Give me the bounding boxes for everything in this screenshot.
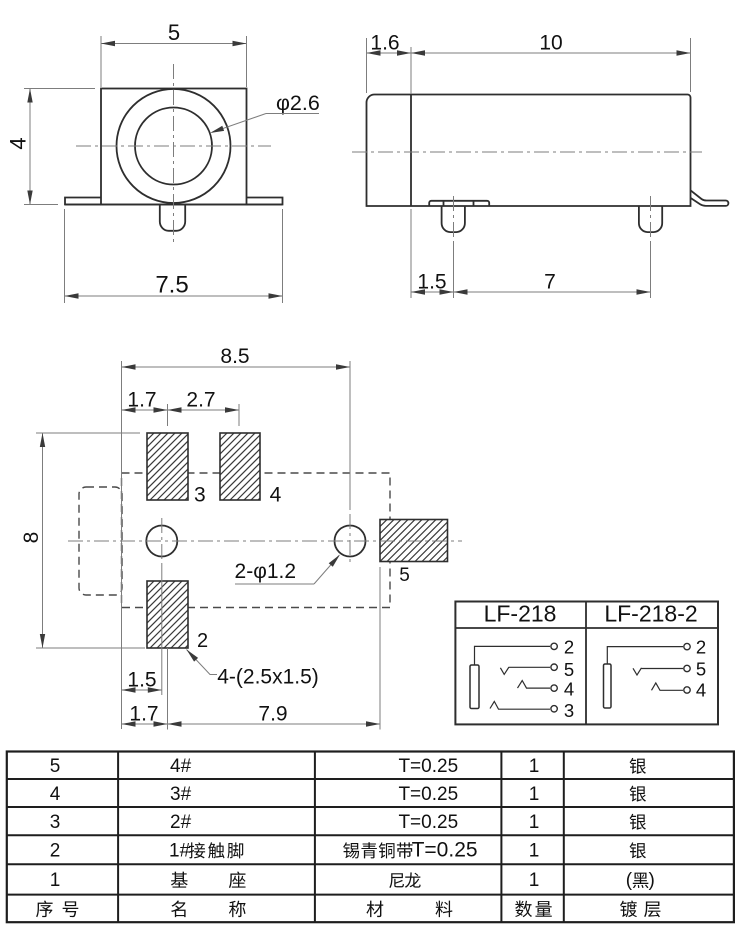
svg-text:5: 5 <box>564 659 574 680</box>
svg-text:1: 1 <box>529 784 540 805</box>
svg-text:1: 1 <box>529 870 540 891</box>
svg-text:1: 1 <box>529 756 540 777</box>
svg-text:5: 5 <box>399 565 410 586</box>
svg-text:1.5: 1.5 <box>417 270 446 293</box>
svg-text:LF-218-2: LF-218-2 <box>604 601 697 627</box>
svg-text:4: 4 <box>6 137 31 149</box>
svg-text:7: 7 <box>544 270 556 293</box>
svg-text:1.6: 1.6 <box>370 31 399 54</box>
svg-text:1: 1 <box>50 870 61 891</box>
svg-text:1.5: 1.5 <box>127 668 156 691</box>
svg-text:T=0.25: T=0.25 <box>398 784 458 805</box>
svg-text:(: ( <box>626 870 633 891</box>
svg-text:2: 2 <box>696 637 706 658</box>
svg-text:3#: 3# <box>170 784 192 805</box>
svg-text:4: 4 <box>50 784 61 805</box>
svg-text:2.7: 2.7 <box>186 388 215 411</box>
svg-text:1.7: 1.7 <box>129 702 158 725</box>
svg-text:3: 3 <box>50 812 61 833</box>
svg-text:2-φ1.2: 2-φ1.2 <box>235 560 296 583</box>
svg-text:5: 5 <box>50 756 61 777</box>
svg-text:1: 1 <box>529 841 540 862</box>
svg-text:7.9: 7.9 <box>258 702 287 725</box>
svg-text:): ) <box>649 870 655 891</box>
svg-text:4: 4 <box>270 484 282 507</box>
svg-text:2: 2 <box>50 841 61 862</box>
svg-text:2: 2 <box>564 637 574 658</box>
svg-text:4: 4 <box>564 679 574 700</box>
svg-text:5: 5 <box>168 20 180 45</box>
svg-text:LF-218: LF-218 <box>484 601 557 627</box>
svg-text:T=0.25: T=0.25 <box>412 839 478 862</box>
svg-text:1#: 1# <box>169 841 191 862</box>
svg-text:1: 1 <box>529 812 540 833</box>
svg-text:8: 8 <box>20 532 43 544</box>
svg-text:5: 5 <box>696 659 706 680</box>
svg-text:8.5: 8.5 <box>220 345 249 368</box>
svg-text:4#: 4# <box>170 756 192 777</box>
svg-text:2#: 2# <box>170 812 192 833</box>
svg-text:4-(2.5x1.5): 4-(2.5x1.5) <box>217 666 319 689</box>
svg-text:10: 10 <box>539 31 562 54</box>
svg-text:T=0.25: T=0.25 <box>398 812 458 833</box>
svg-text:3: 3 <box>564 700 574 721</box>
svg-text:φ2.6: φ2.6 <box>276 91 320 115</box>
svg-text:7.5: 7.5 <box>155 271 188 298</box>
svg-text:4: 4 <box>696 680 706 701</box>
svg-text:2: 2 <box>197 630 208 652</box>
svg-text:1.7: 1.7 <box>127 388 156 411</box>
svg-text:T=0.25: T=0.25 <box>398 756 458 777</box>
svg-text:3: 3 <box>194 484 206 507</box>
